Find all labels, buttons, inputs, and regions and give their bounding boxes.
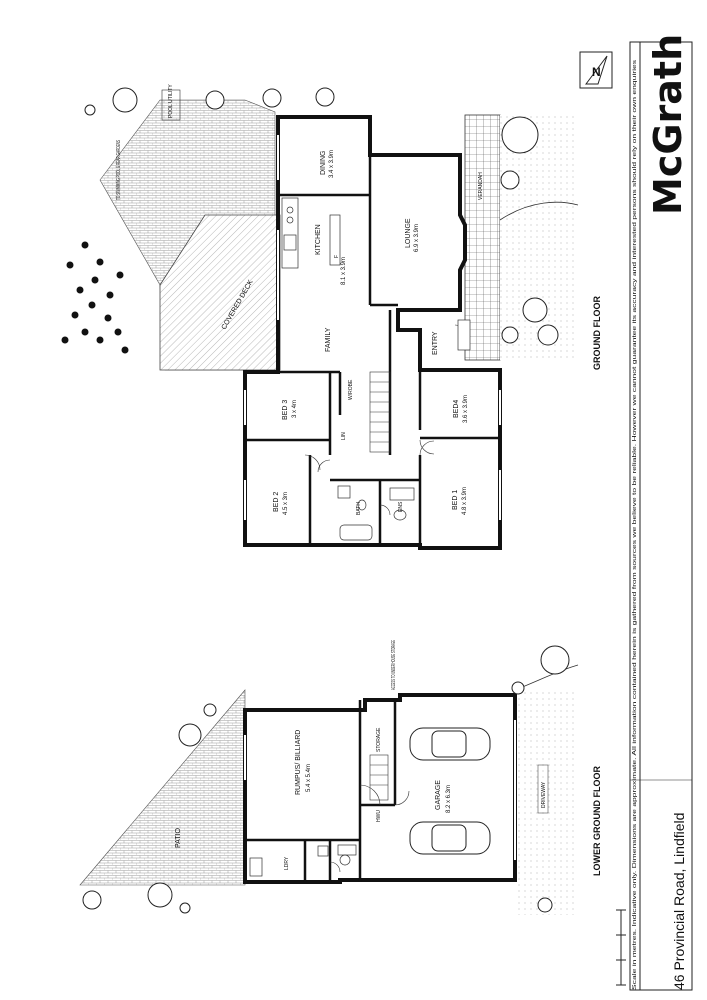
- svg-text:KITCHEN: KITCHEN: [315, 224, 322, 255]
- front-garden: [500, 115, 578, 360]
- svg-text:FAMILY: FAMILY: [325, 327, 332, 352]
- svg-text:8.1 x 3.9m: 8.1 x 3.9m: [341, 257, 347, 285]
- svg-text:3.6 x 3.9m: 3.6 x 3.9m: [463, 395, 469, 423]
- svg-text:BED 1: BED 1: [452, 490, 459, 510]
- ground-floor-plan: DINING 3.4 x 3.9m LOUNGE 6.9 x 3.9m KITC…: [61, 84, 579, 550]
- label-hwu: HWU: [376, 810, 382, 822]
- svg-text:8.2 x 6.3m: 8.2 x 6.3m: [446, 785, 452, 813]
- svg-text:5.4 x 5.4m: 5.4 x 5.4m: [306, 764, 312, 792]
- storage-stairs: [369, 754, 389, 801]
- lower-floor-plan: RUMPUS/ BILLIARD 5.4 x 5.4m GARAGE 8.2 x…: [79, 640, 579, 915]
- lower-floor-heading: LOWER GROUND FLOOR: [592, 766, 602, 876]
- label-laundry: LDRY: [284, 856, 290, 870]
- room-bed1: BED 1 4.8 x 3.9m: [452, 487, 468, 515]
- room-lounge: LOUNGE 6.9 x 3.9m: [405, 218, 420, 252]
- page-frame: [629, 41, 693, 991]
- svg-text:4.5 x 3m: 4.5 x 3m: [283, 492, 289, 515]
- room-garage: GARAGE 8.2 x 6.3m: [435, 780, 452, 813]
- svg-text:DINING: DINING: [320, 151, 327, 176]
- label-robe: W/ROBE: [348, 379, 354, 400]
- room-bed3: BED 3 3 x 4m: [282, 400, 298, 420]
- svg-text:BED4: BED4: [453, 400, 460, 418]
- label-access: ACCESS TO UNDER HOUSE STORAGE: [391, 640, 397, 690]
- label-patio: PATIO: [175, 827, 182, 848]
- label-pool-utility: POOL UTILITY: [168, 84, 174, 118]
- bathroom-fixtures: [337, 485, 415, 541]
- ground-windows: [244, 135, 501, 520]
- svg-text:RUMPUS/ BILLIARD: RUMPUS/ BILLIARD: [295, 730, 302, 795]
- room-bed2: BED 2 4.5 x 3m: [273, 492, 289, 515]
- label-pool-note: TO SWIMMING POOL & REAR GARDENS: [116, 140, 122, 200]
- room-rumpus: RUMPUS/ BILLIARD 5.4 x 5.4m: [295, 730, 312, 795]
- svg-text:3.4 x 3.9m: 3.4 x 3.9m: [329, 150, 335, 178]
- room-kitchen: KITCHEN: [315, 224, 322, 255]
- tree-icons: [84, 87, 559, 346]
- room-dining: DINING 3.4 x 3.9m: [320, 150, 335, 178]
- svg-text:BED 2: BED 2: [273, 492, 280, 512]
- laundry-fixtures: [249, 844, 357, 877]
- label-driveway: DRIVEWAY: [541, 781, 547, 808]
- svg-text:4.8 x 3.9m: 4.8 x 3.9m: [462, 487, 468, 515]
- driveway: [515, 690, 578, 915]
- compass-letter: N: [592, 65, 601, 79]
- property-address: 46 Provincial Road, Lindfield: [671, 813, 687, 990]
- room-family: FAMILY 8.1 x 3.9m: [325, 257, 347, 352]
- brand-logo: McGrath: [646, 34, 690, 215]
- disclaimer-text: Scale in metres. Indicative only. Dimens…: [632, 60, 638, 990]
- svg-text:GARAGE: GARAGE: [435, 780, 442, 810]
- scale-bar: [616, 909, 626, 986]
- entry-steps: [457, 319, 471, 351]
- lower-inner-walls: [245, 700, 397, 882]
- label-storage: STORAGE: [376, 727, 382, 752]
- garden-shrubs: [61, 241, 129, 354]
- label-verandah: VERANDAH: [478, 172, 484, 200]
- lower-tree-icons: [82, 645, 570, 914]
- svg-text:3 x 4m: 3 x 4m: [292, 400, 298, 418]
- staircase: [369, 371, 391, 453]
- label-bath: BATH: [356, 502, 362, 515]
- label-linen: LIN: [341, 432, 347, 440]
- label-ens: ENS: [398, 501, 404, 512]
- ground-floor-walls: [243, 115, 502, 550]
- kitchen-benches: [281, 197, 341, 269]
- compass-icon: N: [579, 51, 613, 89]
- room-bed4: BED4 3.6 x 3.9m: [453, 395, 469, 423]
- lower-windows: [244, 720, 516, 860]
- front-garden-curve: [499, 201, 579, 221]
- patio: [79, 689, 246, 886]
- svg-text:BED 3: BED 3: [282, 400, 289, 420]
- driveway-label-box: [537, 764, 549, 814]
- label-fridge: F: [334, 255, 340, 258]
- svg-text:LOUNGE: LOUNGE: [405, 218, 412, 248]
- pool-utility-box: [161, 89, 181, 121]
- ground-floor-heading: GROUND FLOOR: [592, 296, 602, 370]
- svg-text:6.9 x 3.9m: 6.9 x 3.9m: [414, 224, 420, 252]
- lower-doors: [329, 784, 410, 873]
- car-icon: [409, 727, 491, 855]
- lower-floor-walls: [243, 693, 517, 884]
- label-entry: ENTRY: [432, 331, 439, 355]
